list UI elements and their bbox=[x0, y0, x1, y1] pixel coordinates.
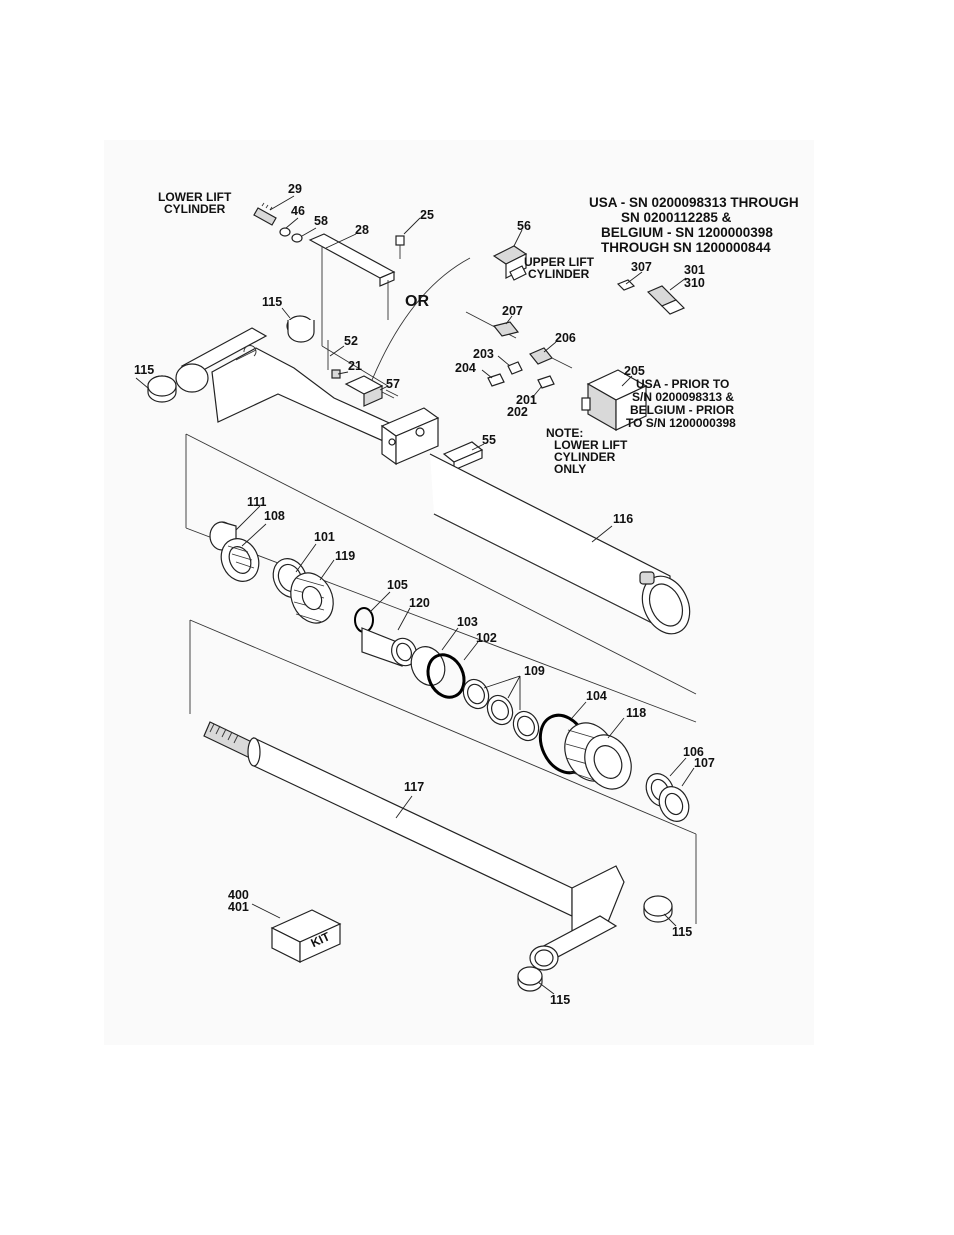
fitting-307 bbox=[616, 279, 636, 291]
bushing-115-top bbox=[286, 315, 315, 343]
callout-115-left: 115 bbox=[134, 363, 154, 377]
fitting-206 bbox=[529, 347, 573, 369]
callout-202: 202 bbox=[507, 405, 528, 419]
callout-25: 25 bbox=[420, 208, 434, 222]
washer-58 bbox=[291, 233, 303, 243]
callout-116: 116 bbox=[613, 512, 633, 526]
callout-204: 204 bbox=[455, 361, 476, 375]
upper-lift-label-line1: UPPER LIFT bbox=[524, 255, 595, 269]
callout-111: 111 bbox=[247, 495, 267, 509]
note-line1: NOTE: bbox=[546, 426, 583, 440]
callout-103: 103 bbox=[457, 615, 478, 629]
wear-ring-109 bbox=[462, 678, 540, 742]
guide-line bbox=[185, 527, 697, 723]
prior-serial-line4: TO S/N 1200000398 bbox=[626, 416, 736, 430]
bushing-115-bottom bbox=[517, 966, 543, 992]
callout-400: 400 bbox=[228, 888, 249, 902]
fitting-201-202 bbox=[537, 375, 555, 389]
callout-310: 310 bbox=[684, 276, 705, 290]
bushing-115-right bbox=[643, 895, 673, 923]
callout-29: 29 bbox=[288, 182, 302, 196]
callout-57: 57 bbox=[386, 377, 400, 391]
bushing-115-left bbox=[147, 375, 177, 403]
washer-46 bbox=[279, 227, 291, 237]
prior-serial-line3: BELGIUM - PRIOR bbox=[630, 403, 734, 417]
callout-118: 118 bbox=[626, 706, 646, 720]
callout-21: 21 bbox=[348, 359, 362, 373]
callout-28: 28 bbox=[355, 223, 369, 237]
scan-background bbox=[104, 140, 814, 1045]
cable-207 bbox=[465, 311, 520, 339]
callout-117: 117 bbox=[404, 780, 424, 794]
prior-serial-line1: USA - PRIOR TO bbox=[636, 377, 729, 391]
hose-fitting-29 bbox=[253, 202, 277, 226]
note-line4: ONLY bbox=[554, 462, 586, 476]
serial-range-line4: THROUGH SN 1200000844 bbox=[601, 240, 771, 255]
callout-119: 119 bbox=[335, 549, 355, 563]
upper-lift-label-line2: CYLINDER bbox=[528, 267, 590, 281]
prior-serial-line2: S/N 0200098313 & bbox=[632, 390, 734, 404]
valve-56 bbox=[492, 245, 528, 281]
fitting-204 bbox=[487, 373, 505, 387]
piston-119 bbox=[290, 572, 334, 624]
manifold-block bbox=[380, 407, 440, 466]
callout-55: 55 bbox=[482, 433, 496, 447]
callout-56: 56 bbox=[517, 219, 531, 233]
callout-206: 206 bbox=[555, 331, 576, 345]
callout-102: 102 bbox=[476, 631, 497, 645]
callout-52: 52 bbox=[344, 334, 358, 348]
serial-range-line1: USA - SN 0200098313 THROUGH bbox=[589, 195, 799, 210]
lower-lift-label-line2: CYLINDER bbox=[164, 202, 226, 216]
callout-120: 120 bbox=[409, 596, 430, 610]
callout-203: 203 bbox=[473, 347, 494, 361]
or-label: OR bbox=[405, 293, 429, 310]
callout-201: 201 bbox=[516, 393, 537, 407]
callout-205: 205 bbox=[624, 364, 645, 378]
callout-115-bottom: 115 bbox=[550, 993, 570, 1007]
sensor-301-310 bbox=[646, 285, 686, 315]
rod-117 bbox=[203, 721, 625, 971]
callout-108: 108 bbox=[264, 509, 285, 523]
seal-107 bbox=[658, 786, 690, 822]
valve-57 bbox=[344, 375, 399, 407]
note-line3: CYLINDER bbox=[554, 450, 616, 464]
guide-line bbox=[185, 433, 697, 695]
screw-25 bbox=[395, 235, 405, 259]
serial-range-line3: BELGIUM - SN 1200000398 bbox=[601, 225, 773, 240]
o-ring-102 bbox=[426, 653, 466, 699]
guide-line bbox=[189, 619, 697, 835]
callout-301: 301 bbox=[684, 263, 705, 277]
note-line2: LOWER LIFT bbox=[554, 438, 628, 452]
or-indicator-arrow bbox=[371, 257, 471, 381]
callout-104: 104 bbox=[586, 689, 607, 703]
gland-108 bbox=[220, 538, 260, 582]
spacer-120 bbox=[361, 627, 417, 667]
bracket-28 bbox=[308, 233, 396, 387]
barrel-116 bbox=[429, 453, 691, 635]
leader-lines bbox=[135, 195, 695, 995]
callout-58: 58 bbox=[314, 214, 328, 228]
callout-101: 101 bbox=[314, 530, 335, 544]
callout-401: 401 bbox=[228, 900, 249, 914]
solenoid-205 bbox=[581, 369, 648, 432]
elbow-203 bbox=[507, 361, 523, 375]
callout-105: 105 bbox=[387, 578, 408, 592]
seal-kit-box: KIT bbox=[270, 909, 342, 963]
callout-207: 207 bbox=[502, 304, 523, 318]
callout-107: 107 bbox=[694, 756, 715, 770]
lower-lift-label-line1: LOWER LIFT bbox=[158, 190, 232, 204]
callout-115-top: 115 bbox=[262, 295, 282, 309]
callout-109: 109 bbox=[524, 664, 545, 678]
callout-46: 46 bbox=[291, 204, 305, 218]
piston-118 bbox=[564, 722, 632, 790]
callout-115-right: 115 bbox=[672, 925, 692, 939]
callout-307: 307 bbox=[631, 260, 652, 274]
serial-range-line2: SN 0200112285 & bbox=[621, 210, 732, 225]
callout-106: 106 bbox=[683, 745, 704, 759]
